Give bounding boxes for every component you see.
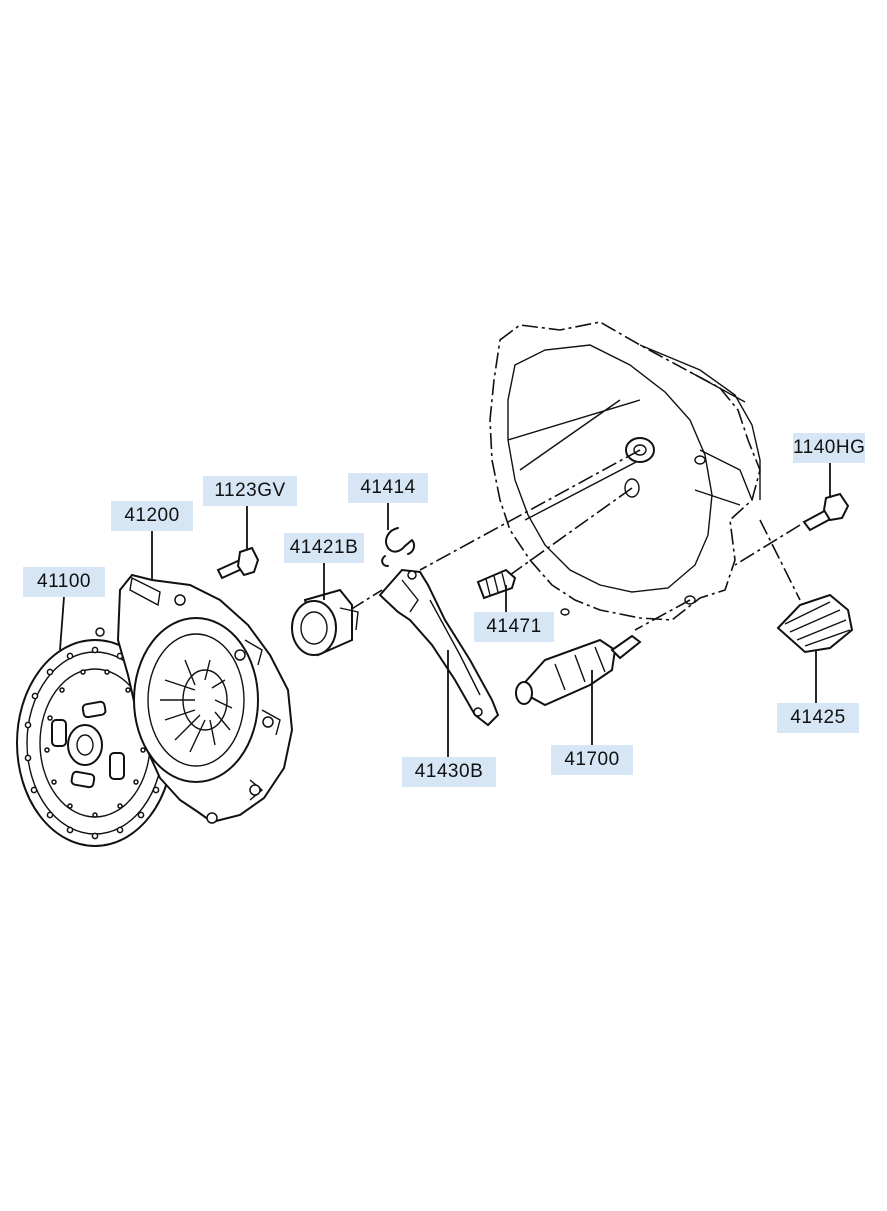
part-number-41425: 41425 [790, 707, 846, 728]
part-number-41700: 41700 [564, 749, 620, 770]
clutch-cover[interactable] [95, 573, 294, 824]
callout-1140HG[interactable]: 1140HG [793, 433, 865, 463]
part-number-41421B: 41421B [289, 537, 359, 558]
part-number-41200: 41200 [124, 505, 180, 526]
leader-lines [59, 463, 831, 760]
callout-41100[interactable]: 41100 [23, 567, 105, 597]
part-number-41471: 41471 [486, 616, 542, 637]
housing-bolt[interactable] [802, 492, 850, 532]
callout-41421B[interactable]: 41421B [284, 533, 364, 563]
release-bearing[interactable] [291, 588, 359, 657]
transmission-housing [489, 321, 761, 621]
part-number-1123GV: 1123GV [214, 480, 286, 501]
part-number-1140HG: 1140HG [793, 437, 866, 458]
cover-bolt[interactable] [216, 546, 260, 580]
callout-41430B[interactable]: 41430B [402, 757, 496, 787]
callout-41471[interactable]: 41471 [474, 612, 554, 642]
part-number-41100: 41100 [37, 571, 91, 592]
fork-pivot-bolt[interactable] [476, 568, 517, 600]
release-cylinder[interactable] [515, 634, 642, 707]
dust-boot[interactable] [776, 593, 854, 654]
assembly-lines [349, 449, 801, 631]
callout-41414[interactable]: 41414 [348, 473, 428, 503]
part-number-41430B: 41430B [414, 761, 484, 782]
callout-1123GV[interactable]: 1123GV [203, 476, 297, 506]
part-number-41414: 41414 [360, 477, 416, 498]
callout-41200[interactable]: 41200 [111, 501, 193, 531]
retainer-clip[interactable] [381, 527, 416, 567]
release-fork[interactable] [378, 568, 500, 727]
callout-41425[interactable]: 41425 [777, 703, 859, 733]
callout-41700[interactable]: 41700 [551, 745, 633, 775]
